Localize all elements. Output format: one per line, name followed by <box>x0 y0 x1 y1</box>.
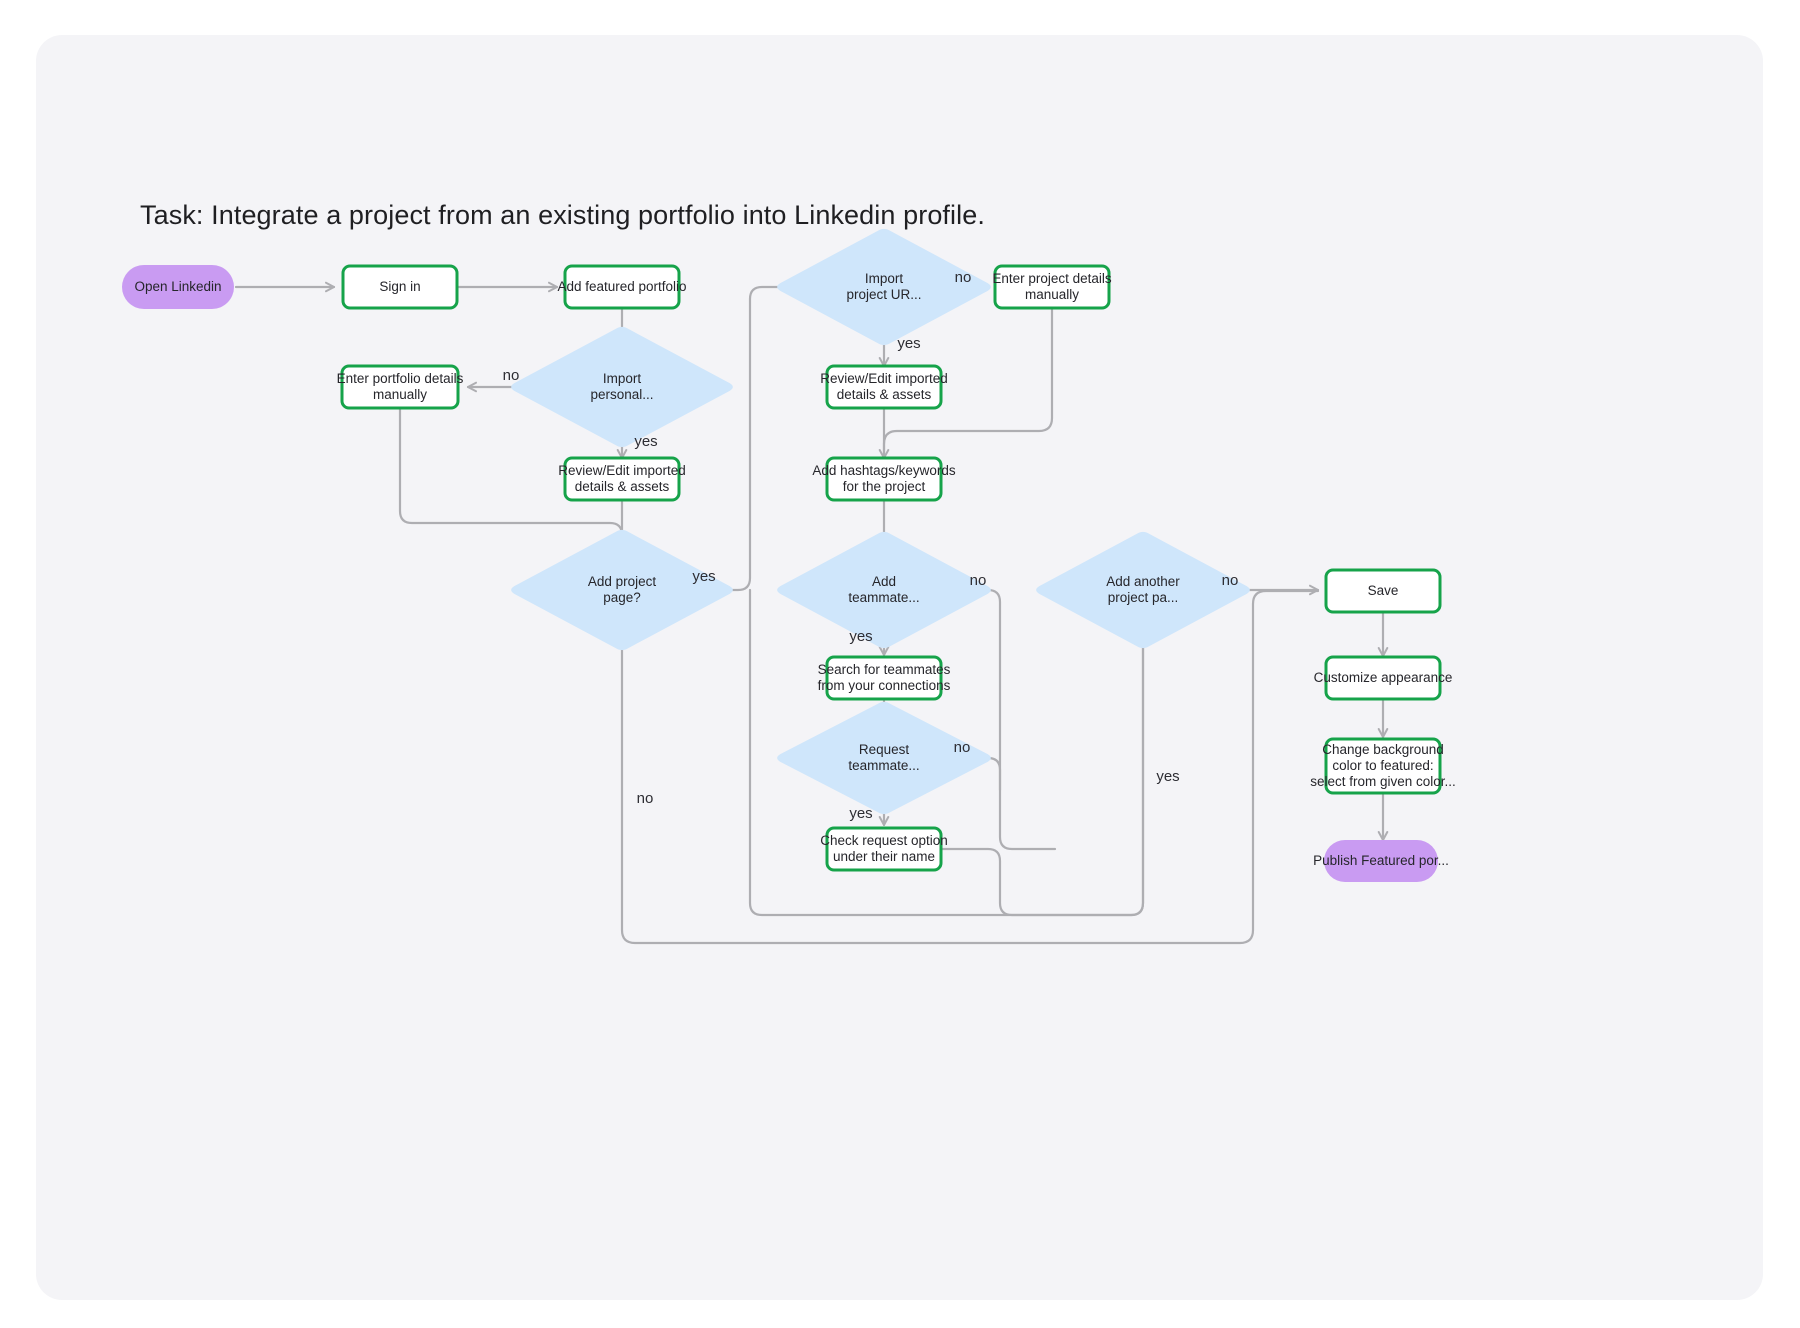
edge-add-teammate-to-add-another-project-page <box>937 588 1057 851</box>
lbl-no-add-project-page: no <box>637 790 654 807</box>
lbl-yes-import-personal: yes <box>634 433 657 450</box>
decision-shape <box>511 326 733 448</box>
process-shape <box>825 364 943 410</box>
edge-enter-project-manually-to-add-hashtags <box>882 307 1054 460</box>
node-customize-appearance[interactable]: Customize appearance <box>1314 655 1453 701</box>
node-open-linkedin[interactable]: Open Linkedin <box>122 265 234 309</box>
edge-check-request-option-to-add-another-project-page <box>939 628 1145 917</box>
decision-shape <box>777 701 991 815</box>
process-shape <box>1324 737 1442 795</box>
node-add-featured-portfolio[interactable]: Add featured portfolio <box>557 264 687 310</box>
process-shape <box>825 826 943 872</box>
node-save[interactable]: Save <box>1324 568 1442 614</box>
process-shape <box>825 456 943 502</box>
lbl-no-import-project-url: no <box>955 269 972 286</box>
edge-add-project-page-to-import-project-url <box>677 281 814 592</box>
node-label-sign-in: Sign in <box>379 279 420 294</box>
lbl-no-import-personal: no <box>503 367 520 384</box>
lbl-no-add-another: no <box>1222 572 1239 589</box>
lbl-no-request-teammate: no <box>954 739 971 756</box>
decision-shape <box>511 529 733 651</box>
edge-labels-layer: no yes yes no no yes no yes no yes no yes <box>503 269 1239 822</box>
lbl-yes-add-another: yes <box>1156 768 1179 785</box>
lbl-yes-add-teammate: yes <box>849 628 872 645</box>
edge-add-project-page-to-save <box>620 589 1320 945</box>
process-shape <box>993 264 1111 310</box>
process-shape <box>341 264 459 310</box>
lbl-yes-import-project-url: yes <box>897 335 920 352</box>
process-shape <box>1324 568 1442 614</box>
process-shape <box>340 364 460 410</box>
node-label-publish-featured-portfolio: Publish Featured por... <box>1313 853 1449 868</box>
terminal-shape <box>1324 840 1438 882</box>
edge-add-another-project-page-to-import-project-url <box>748 588 1145 917</box>
process-shape <box>563 456 681 502</box>
node-label-add-featured-portfolio: Add featured portfolio <box>557 279 686 294</box>
terminal-shape <box>122 265 234 309</box>
nodes-layer: Open Linkedin Sign in Add featured portfol… <box>122 228 1456 882</box>
page-title: Task: Integrate a project from an existi… <box>140 200 985 230</box>
process-shape <box>563 264 681 310</box>
process-shape <box>1324 655 1442 701</box>
decision-shape <box>1036 531 1250 649</box>
node-publish-featured-portfolio[interactable]: Publish Featured por... <box>1313 840 1449 882</box>
lbl-no-add-teammate: no <box>970 572 987 589</box>
lbl-yes-add-project-page: yes <box>692 568 715 585</box>
decision-shape <box>777 531 991 649</box>
node-label-open-linkedin: Open Linkedin <box>134 279 221 294</box>
node-sign-in[interactable]: Sign in <box>341 264 459 310</box>
decision-shape <box>777 228 991 346</box>
node-label-customize-appearance: Customize appearance <box>1314 670 1453 685</box>
node-label-save: Save <box>1368 583 1399 598</box>
lbl-yes-request-teammate: yes <box>849 805 872 822</box>
process-shape <box>825 655 943 701</box>
